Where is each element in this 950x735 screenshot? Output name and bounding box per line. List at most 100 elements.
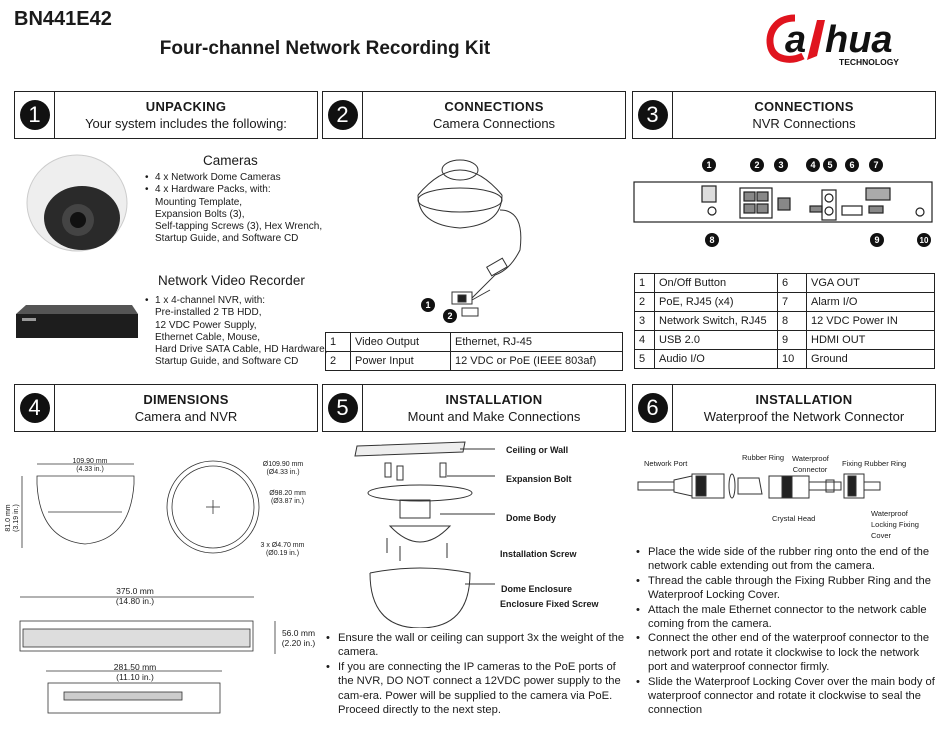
list-item: Ethernet Cable, Mouse,: [155, 331, 261, 343]
nvr-depth-label: 281.50 mm(11.10 in.): [95, 662, 175, 682]
label-ceiling-or-wall: Ceiling or Wall: [506, 445, 569, 455]
list-item: Mounting Template,: [155, 196, 243, 208]
dim-value: (3.19 in.): [13, 504, 20, 532]
step-number-icon: 6: [637, 393, 668, 423]
label-installation-screw: Installation Screw: [500, 549, 577, 559]
cam-width-label: 109.90 mm(4.33 in.): [60, 458, 120, 474]
table-cell: On/Off Button: [654, 273, 778, 293]
dim-value: 81.0 mm: [5, 504, 12, 532]
table-cell: 1: [634, 273, 655, 293]
section-title: INSTALLATION: [445, 392, 543, 407]
nvr-heading: Network Video Recorder: [158, 273, 305, 288]
table-cell: 10: [777, 349, 807, 369]
dim-value: (14.80 in.): [115, 596, 155, 606]
dahua-logo: a hua TECHNOLOGY: [765, 12, 940, 68]
callout-7: 7: [869, 158, 883, 172]
nvr-photo: [14, 300, 139, 350]
dome-camera-photo: [20, 148, 135, 263]
nvr-back-panel-drawing: [632, 178, 936, 239]
table-cell: 6: [777, 273, 807, 293]
table-cell: 1: [325, 332, 351, 352]
step-number-icon: 5: [327, 393, 358, 423]
installation-bullets: Ensure the wall or ceiling can support 3…: [326, 631, 626, 717]
list-item: Pre-installed 2 TB HDD,: [155, 307, 262, 319]
table-cell: Ground: [806, 349, 935, 369]
list-item: 4 x Hardware Packs, with:: [145, 184, 322, 197]
dim-value: 375.0 mm: [116, 586, 154, 596]
list-item: Self-tapping Screws (3), Hex Wrench,: [155, 221, 323, 233]
callout-4: 4: [806, 158, 820, 172]
section-header-6: 6 INSTALLATION Waterproof the Network Con…: [632, 384, 936, 432]
document-code: BN441E42: [14, 8, 112, 30]
table-cell: 12 VDC or PoE (IEEE 803af): [450, 351, 623, 371]
callout-2: 2: [443, 309, 457, 323]
list-item: Startup Guide, and Software CD: [155, 233, 299, 245]
step-number-icon: 3: [637, 100, 668, 130]
table-cell: 2: [634, 292, 655, 312]
label-waterproof-connector: Waterproof Connector: [792, 453, 829, 475]
callout-6: 6: [845, 158, 859, 172]
callout-3: 3: [774, 158, 788, 172]
list-item: 12 VDC Power Supply,: [155, 319, 257, 331]
dim-value: Ø109.90 mm: [262, 461, 304, 468]
list-item: Hard Drive SATA Cable, HD Hardware,: [155, 344, 328, 356]
table-cell: Video Output: [350, 332, 451, 352]
label-text: Waterproof Locking Fixing Cover: [871, 509, 919, 540]
dim-value: (4.33 in.): [76, 466, 104, 473]
table-cell: Audio I/O: [654, 349, 778, 369]
cameras-heading: Cameras: [203, 153, 258, 168]
table-cell: Network Switch, RJ45: [654, 311, 778, 331]
callout-10: 10: [917, 233, 931, 247]
label-dome-enclosure: Dome Enclosure: [501, 584, 573, 594]
list-item: Thread the cable through the Fixing Rubb…: [636, 574, 936, 603]
list-item: Attach the male Ethernet connector to th…: [636, 603, 936, 632]
table-cell: HDMI OUT: [806, 330, 935, 350]
dim-value: 281.50 mm: [113, 662, 157, 672]
callout-8: 8: [705, 233, 719, 247]
label-fixing-rubber-ring: Fixing Rubber Ring: [842, 459, 907, 468]
table-cell: 5: [634, 349, 655, 369]
installation-drawing: [345, 438, 505, 633]
list-item: Startup Guide, and Software CD: [155, 356, 299, 368]
section-title: DIMENSIONS: [143, 392, 229, 407]
label-enclosure-fixed-screw: Enclosure Fixed Screw: [500, 599, 599, 609]
section-subtitle: NVR Connections: [752, 116, 856, 131]
callout-9: 9: [870, 233, 884, 247]
list-item: If you are connecting the IP cameras to …: [326, 660, 626, 718]
svg-text:TECHNOLOGY: TECHNOLOGY: [839, 57, 899, 67]
section-title: INSTALLATION: [755, 392, 853, 407]
cam-inner-dia-label: Ø98.20 mm(Ø3.87 in.): [265, 490, 310, 506]
table-cell: VGA OUT: [806, 273, 935, 293]
section-subtitle: Waterproof the Network Connector: [703, 409, 905, 424]
section-subtitle: Your system includes the following:: [85, 116, 287, 131]
table-cell: Ethernet, RJ-45: [450, 332, 623, 352]
cameras-list: 4 x Network Dome Cameras 4 x Hardware Pa…: [145, 172, 322, 246]
dim-value: (Ø0.19 in.): [265, 550, 300, 557]
step-number-icon: 2: [327, 100, 358, 130]
table-cell: 7: [777, 292, 807, 312]
list-item: 4 x Network Dome Cameras: [145, 172, 322, 185]
svg-text:hua: hua: [825, 19, 893, 61]
section-title: CONNECTIONS: [444, 99, 544, 114]
document-title: Four-channel Network Recording Kit: [159, 38, 491, 59]
list-item: Ensure the wall or ceiling can support 3…: [326, 631, 626, 660]
nvr-height-label: 56.0 mm(2.20 in.): [276, 628, 321, 648]
section-subtitle: Camera and NVR: [134, 409, 238, 424]
waterproof-connector-drawing: [634, 460, 884, 515]
section-subtitle: Camera Connections: [432, 116, 556, 131]
table-cell: PoE, RJ45 (x4): [654, 292, 778, 312]
cam-outer-dia-label: Ø109.90 mm(Ø4.33 in.): [258, 461, 308, 477]
callout-1: 1: [421, 298, 435, 312]
list-item: Connect the other end of the waterproof …: [636, 631, 936, 674]
label-rubber-ring: Rubber Ring: [742, 453, 785, 462]
table-cell: Power Input: [350, 351, 451, 371]
